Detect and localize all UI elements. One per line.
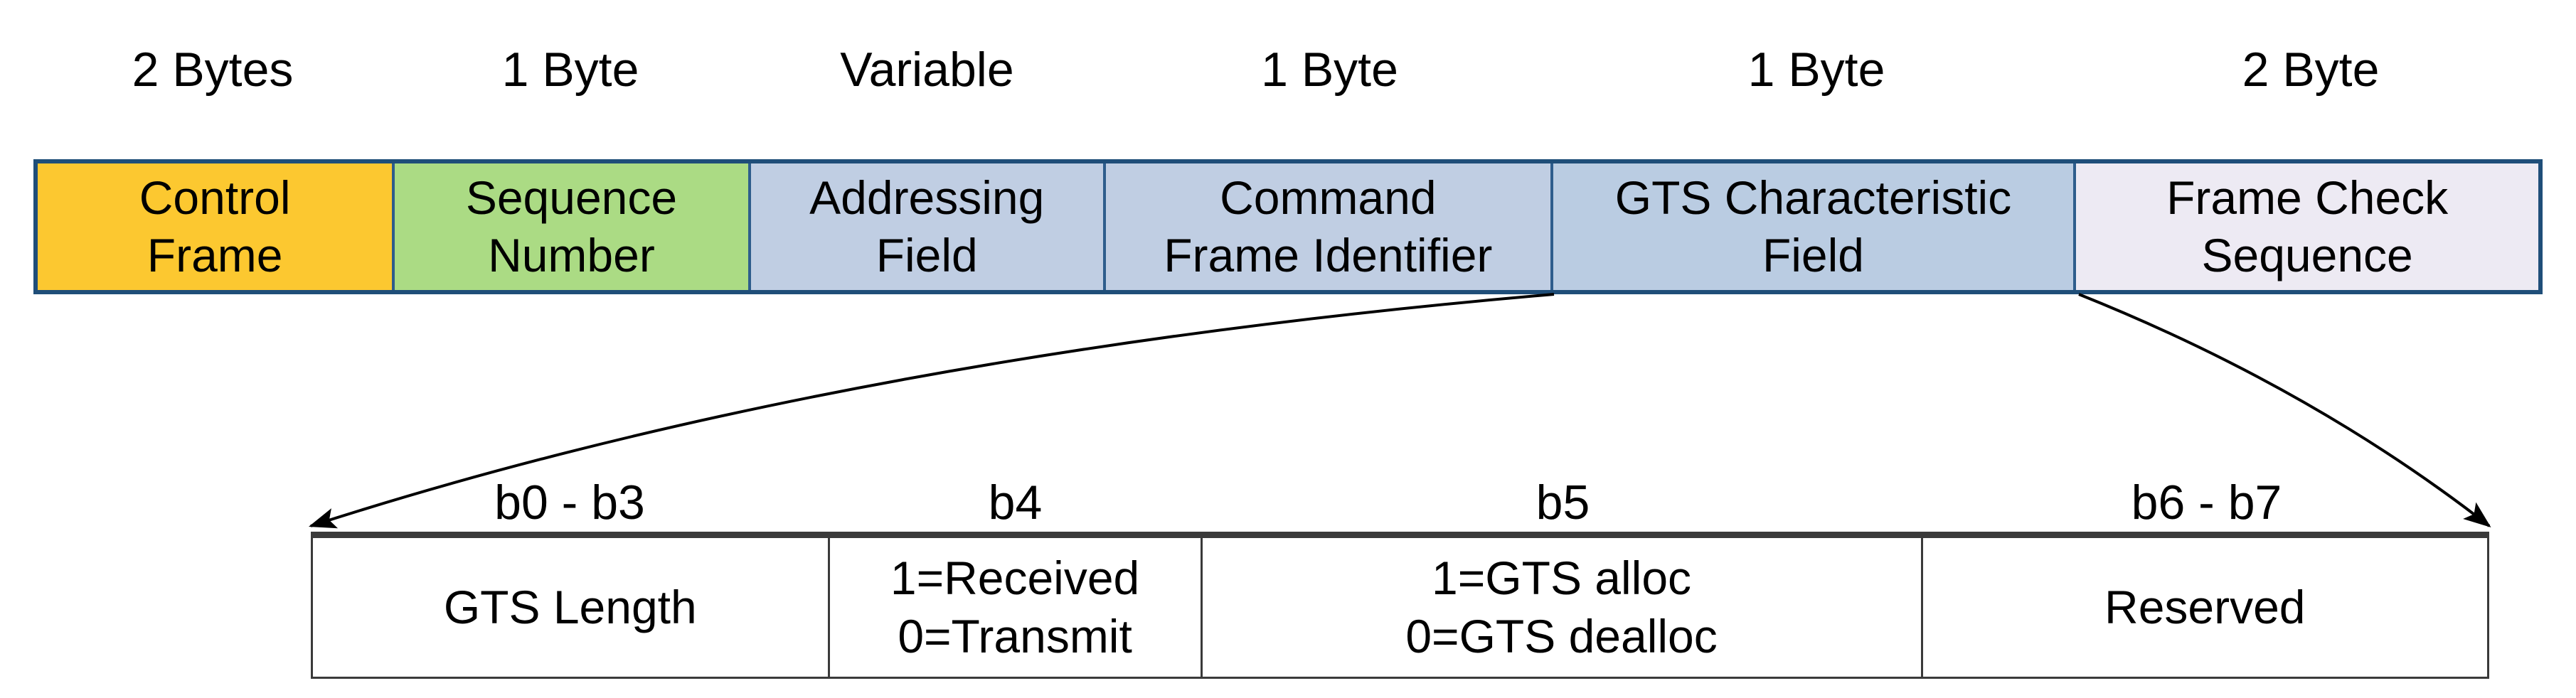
frame-field-label: Frame Identifier (1164, 229, 1493, 281)
frame-field-label: Number (488, 229, 655, 281)
frame-field-label: Sequence (2201, 229, 2413, 281)
bit-field-label: GTS Length (443, 580, 697, 633)
bit-field-reserved-bits: Reserved (1922, 538, 2487, 677)
bit-field-label: 1=GTS alloc (1432, 551, 1692, 604)
frame-field-label: Sequence (465, 171, 678, 225)
frame-field-label: Addressing (809, 171, 1045, 225)
frame-field-label: Field (1762, 229, 1865, 281)
size-label-3: 1 Byte (1261, 43, 1398, 97)
frame-field-label: Frame (147, 229, 283, 281)
frame-field-label: Command (1220, 171, 1437, 225)
bit-field-label: 0=GTS dealloc (1405, 609, 1718, 662)
bit-field-label: 1=Received (890, 551, 1140, 604)
size-label-1: 1 Byte (501, 43, 639, 97)
size-label-0: 2 Bytes (132, 43, 294, 97)
bit-range-label-0: b0 - b3 (494, 476, 645, 530)
bit-field-label: Reserved (2104, 580, 2306, 633)
bit-range-label-2: b5 (1536, 476, 1590, 530)
frame-field-label: Control (139, 171, 291, 225)
size-label-4: 1 Byte (1747, 43, 1885, 97)
frame-field-label: GTS Characteristic (1614, 171, 2012, 225)
bit-range-label-3: b6 - b7 (2131, 476, 2282, 530)
size-label-5: 2 Byte (2242, 43, 2380, 97)
frame-field-label: Frame Check (2166, 171, 2449, 225)
frame-field-label: Field (875, 229, 978, 281)
size-label-2: Variable (840, 43, 1014, 97)
bit-field-label: 0=Transmit (898, 609, 1132, 662)
bit-field-gts-length: GTS Length (313, 538, 830, 677)
bit-range-label-1: b4 (988, 476, 1043, 530)
